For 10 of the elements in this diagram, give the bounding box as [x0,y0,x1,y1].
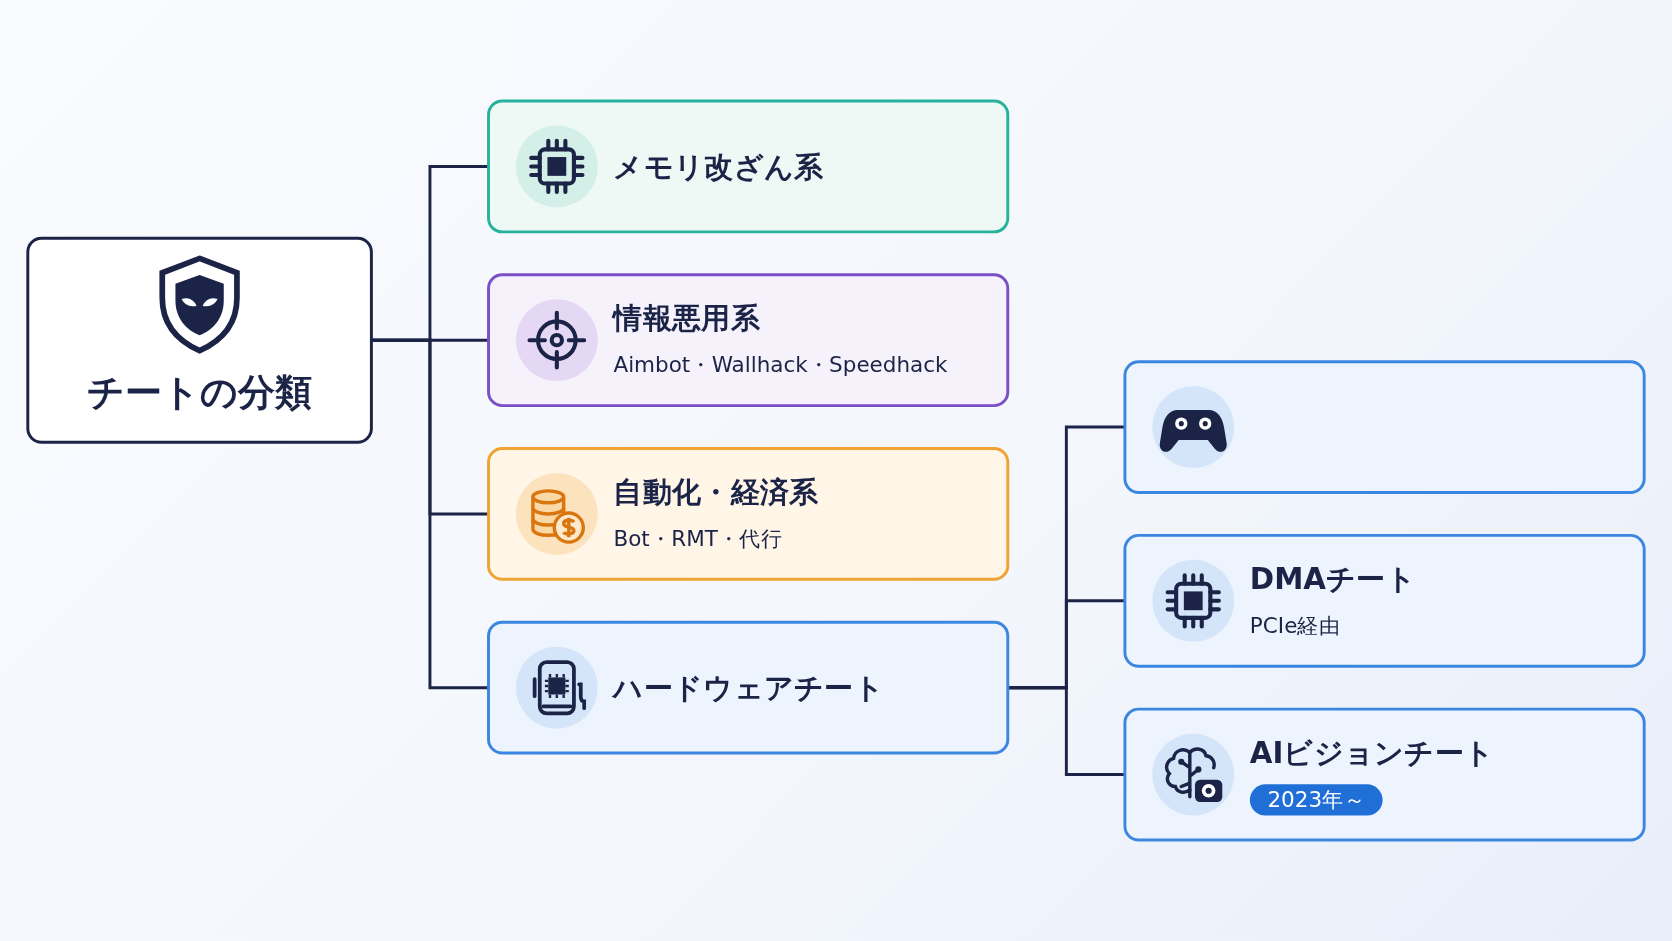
node-box: ハードウェアチート [487,620,1010,755]
node-box: 自動化・経済系 Bot・RMT・代行 [487,447,1010,581]
node-box: DMAチート PCIe経由 [1123,533,1646,668]
connector [1007,686,1125,776]
node-box: メモリ改ざん系 [487,99,1010,234]
node-box: チートの分類 [26,236,373,444]
node-box: AIビジョンチート 2023年～ [1123,707,1646,842]
node-box [1123,360,1646,494]
node-box: 情報悪用系 Aimbot・Wallhack・Speedhack [487,273,1010,408]
connector [371,338,489,690]
